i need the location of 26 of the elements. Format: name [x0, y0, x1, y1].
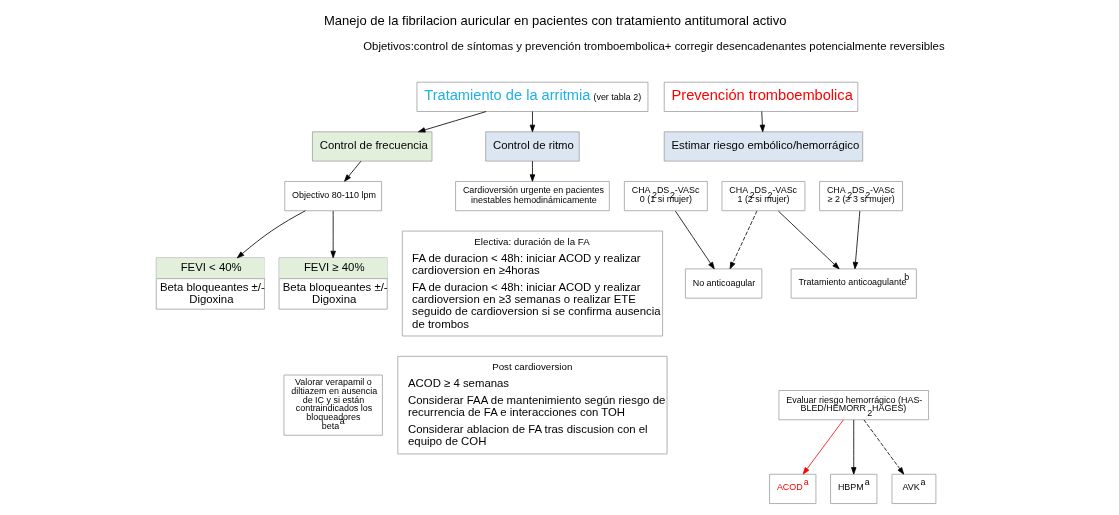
arrow: [344, 160, 362, 182]
node-box: Prevención tromboembolica: [663, 81, 859, 112]
node-box: Cardioversión urgente en pacientes inestables hemodinámicamente: [455, 181, 610, 212]
node-box: Post cardioversion ACOD ≥ 4 semanas Considerar FAA de mantenimiento según riesgo de recurrencia de FA e interacciones con TOH Considerar ablacion de FA tras discusion con el equipo de COH: [397, 355, 668, 455]
diagram-title: Manejo de la fibrilacion auricular en pacientes con tratamiento antitumoral activo: [324, 13, 787, 29]
arrow: [759, 111, 766, 133]
arrow: [802, 419, 844, 475]
arrow: [863, 419, 905, 475]
node-box: Objectivo 80-110 lpm: [284, 181, 382, 212]
arrow: [330, 210, 336, 259]
arrow: [777, 210, 840, 270]
arrow: [851, 419, 857, 475]
node-box: Tratamiento de la arritmia (ver tabla 2): [416, 81, 649, 112]
node-box: Estimar riesgo embólico/hemorrágico: [663, 131, 864, 162]
label: Objetivos:control de síntomas y prevención tromboembolica+ corregir desencadenantes potencialmente reversibles: [363, 40, 945, 53]
arrow: [418, 111, 487, 133]
node-box: Control de frecuencia: [312, 131, 433, 162]
arrow: [236, 210, 306, 259]
arrow: [852, 210, 861, 270]
node-box: Control de ritmo: [485, 131, 580, 162]
arrow: [529, 111, 536, 133]
node-box: No anticoagular: [684, 268, 763, 299]
node-box: Electiva: duración de la FA FA de duracion < 48h: iniciar ACOD y realizar cardioversion en ≥4horas FA de duracion < 48h: iniciar ACOD y realizar cardioversion en ≥3 semanas o realizar ETE seguido de cardioversion si se confirma ausencia de trombos: [401, 230, 663, 337]
arrow: [529, 160, 536, 182]
arrow: [675, 210, 715, 270]
arrow: [729, 210, 758, 270]
